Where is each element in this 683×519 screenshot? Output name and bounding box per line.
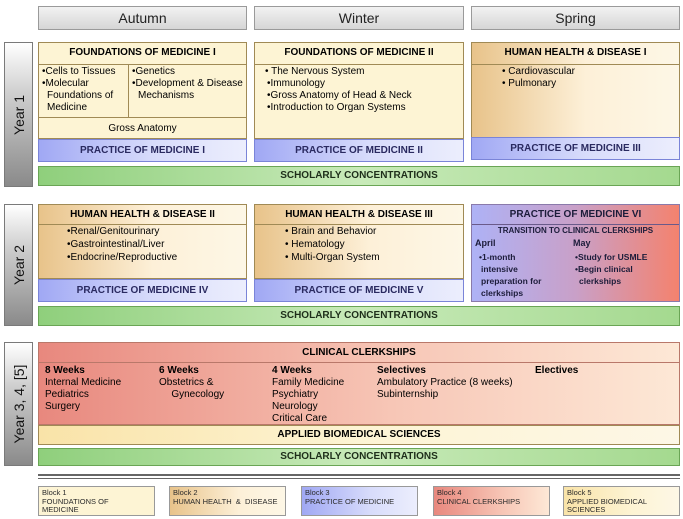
april-heading: April — [475, 238, 496, 248]
foundations-of-medicine-1-block: FOUNDATIONS OF MEDICINE I •Cells to Tiss… — [38, 42, 247, 139]
legend-block-number: Block 5 — [567, 488, 592, 497]
may-heading: May — [573, 238, 591, 248]
clerkship-column-heading: 4 Weeks — [272, 365, 312, 376]
year-3-4-5-bar: Year 3, 4, [5] — [4, 342, 33, 466]
topic-item: •Renal/Genitourinary — [67, 226, 160, 237]
legend-separator — [38, 474, 680, 476]
clerkship-item: Psychiatry — [272, 389, 319, 400]
legend-block-number: Block 1 — [42, 488, 67, 497]
clerkship-column-heading: 8 Weeks — [45, 365, 85, 376]
legend-block-5: Block 5 APPLIED BIOMEDICAL SCIENCES — [563, 486, 680, 516]
clerkship-item: Subinternship — [377, 389, 439, 400]
topic-item: •Introduction to Organ Systems — [267, 102, 406, 113]
clerkship-column-heading: 6 Weeks — [159, 365, 199, 376]
clerkship-item: Gynecology — [163, 389, 225, 400]
april-item: clerkships — [481, 288, 524, 298]
may-item: clerkships — [579, 276, 622, 286]
topic-item: •Molecular — [42, 78, 89, 89]
human-health-disease-2-block: HUMAN HEALTH & DISEASE II •Renal/Genitou… — [38, 204, 247, 279]
legend-block-2: Block 2 HUMAN HEALTH & DISEASE — [169, 486, 286, 516]
practice-of-medicine-1: PRACTICE OF MEDICINE I — [38, 139, 247, 162]
topic-item: Foundations of — [47, 90, 114, 101]
legend-block-label: CLINICAL CLERKSHIPS — [437, 496, 521, 506]
block-title: FOUNDATIONS OF MEDICINE II — [284, 47, 434, 58]
clerkship-item: Internal Medicine — [45, 377, 122, 388]
practice-of-medicine-6-block: PRACTICE OF MEDICINE VI TRANSITION TO CL… — [471, 204, 680, 302]
clinical-clerkships-block: CLINICAL CLERKSHIPS 8 Weeks Internal Med… — [38, 342, 680, 425]
clerkship-item: Ambulatory Practice (8 weeks) — [377, 377, 513, 388]
topic-item: • Multi-Organ System — [285, 252, 380, 263]
clerkship-column-heading: Selectives — [377, 365, 426, 376]
block-title: PRACTICE OF MEDICINE VI — [509, 209, 642, 220]
topic-item: •Genetics — [132, 66, 175, 77]
legend-block-label: MEDICINE — [42, 505, 79, 514]
block-title: HUMAN HEALTH & DISEASE I — [504, 47, 647, 58]
legend-block-label: APPLIED BIOMEDICAL — [567, 496, 648, 506]
may-item: •Begin clinical — [575, 264, 633, 274]
year-1-label: Year 1 — [10, 94, 27, 135]
legend-block-number: Block 3 — [305, 488, 330, 497]
gross-anatomy-label: Gross Anatomy — [108, 123, 177, 134]
season-winter: Winter — [254, 6, 464, 30]
block-title: CLINICAL CLERKSHIPS — [302, 347, 416, 358]
block-title: HUMAN HEALTH & DISEASE III — [285, 209, 433, 220]
legend-block-label: PRACTICE OF MEDICINE — [305, 496, 395, 506]
clerkship-item: Surgery — [45, 401, 81, 412]
practice-of-medicine-5: PRACTICE OF MEDICINE V — [254, 279, 464, 302]
clerkship-item: Family Medicine — [272, 377, 345, 388]
legend-block-4: Block 4 CLINICAL CLERKSHIPS — [433, 486, 550, 516]
legend-block-label: HUMAN HEALTH & DISEASE — [173, 496, 278, 506]
legend-block-number: Block 4 — [437, 488, 462, 497]
topic-item: • The Nervous System — [265, 66, 365, 77]
legend-block-label: FOUNDATIONS OF — [42, 496, 109, 506]
legend-block-1: Block 1 FOUNDATIONS OF MEDICINE — [38, 486, 155, 516]
topic-item: • Hematology — [285, 239, 345, 250]
year-3-4-5-label: Year 3, 4, [5] — [10, 364, 27, 444]
practice-of-medicine-3: PRACTICE OF MEDICINE III — [471, 137, 680, 160]
april-item: intensive — [481, 264, 518, 274]
block-title: HUMAN HEALTH & DISEASE II — [70, 209, 215, 220]
legend-block-number: Block 2 — [173, 488, 198, 497]
topic-item: •Endocrine/Reproductive — [67, 252, 178, 263]
applied-biomedical-sciences: APPLIED BIOMEDICAL SCIENCES — [38, 425, 680, 445]
clerkship-item: Critical Care — [272, 413, 328, 424]
topic-item: •Cells to Tissues — [42, 66, 116, 77]
topic-item: •Gross Anatomy of Head & Neck — [267, 90, 412, 101]
clerkship-item: Pediatrics — [45, 389, 89, 400]
topic-item: • Pulmonary — [502, 78, 557, 89]
scholarly-concentrations-year-1: SCHOLARLY CONCENTRATIONS — [38, 166, 680, 186]
practice-of-medicine-2: PRACTICE OF MEDICINE II — [254, 139, 464, 162]
topic-item: •Gastrointestinal/Liver — [67, 239, 165, 250]
foundations-of-medicine-2-block: FOUNDATIONS OF MEDICINE II • The Nervous… — [254, 42, 464, 139]
legend-block-3: Block 3 PRACTICE OF MEDICINE — [301, 486, 418, 516]
year-1-bar: Year 1 — [4, 42, 33, 187]
scholarly-concentrations-year-3: SCHOLARLY CONCENTRATIONS — [38, 448, 680, 466]
year-2-bar: Year 2 — [4, 204, 33, 326]
legend-block-label: SCIENCES — [567, 505, 606, 514]
season-autumn: Autumn — [38, 6, 247, 30]
transition-subtitle: TRANSITION TO CLINICAL CLERKSHIPS — [497, 226, 654, 235]
topic-item: Mechanisms — [138, 90, 195, 101]
human-health-disease-3-block: HUMAN HEALTH & DISEASE III • Brain and B… — [254, 204, 464, 279]
clerkship-item: Obstetrics & — [159, 377, 214, 388]
season-spring: Spring — [471, 6, 680, 30]
human-health-disease-1-block: HUMAN HEALTH & DISEASE I • Cardiovascula… — [471, 42, 680, 139]
practice-of-medicine-4: PRACTICE OF MEDICINE IV — [38, 279, 247, 302]
legend-separator — [38, 478, 680, 479]
topic-item: •Immunology — [267, 78, 325, 89]
clerkship-item: Neurology — [272, 401, 318, 412]
topic-item: • Cardiovascular — [502, 66, 575, 77]
topic-item: Medicine — [47, 102, 88, 113]
clerkship-column-heading: Electives — [535, 365, 579, 376]
april-item: •1-month — [479, 252, 516, 262]
topic-item: •Development & Disease — [132, 78, 243, 89]
block-title: FOUNDATIONS OF MEDICINE I — [69, 47, 216, 58]
year-2-label: Year 2 — [10, 245, 27, 285]
scholarly-concentrations-year-2: SCHOLARLY CONCENTRATIONS — [38, 306, 680, 326]
may-item: •Study for USMLE — [575, 252, 648, 262]
april-item: preparation for — [481, 276, 542, 286]
topic-item: • Brain and Behavior — [285, 226, 377, 237]
